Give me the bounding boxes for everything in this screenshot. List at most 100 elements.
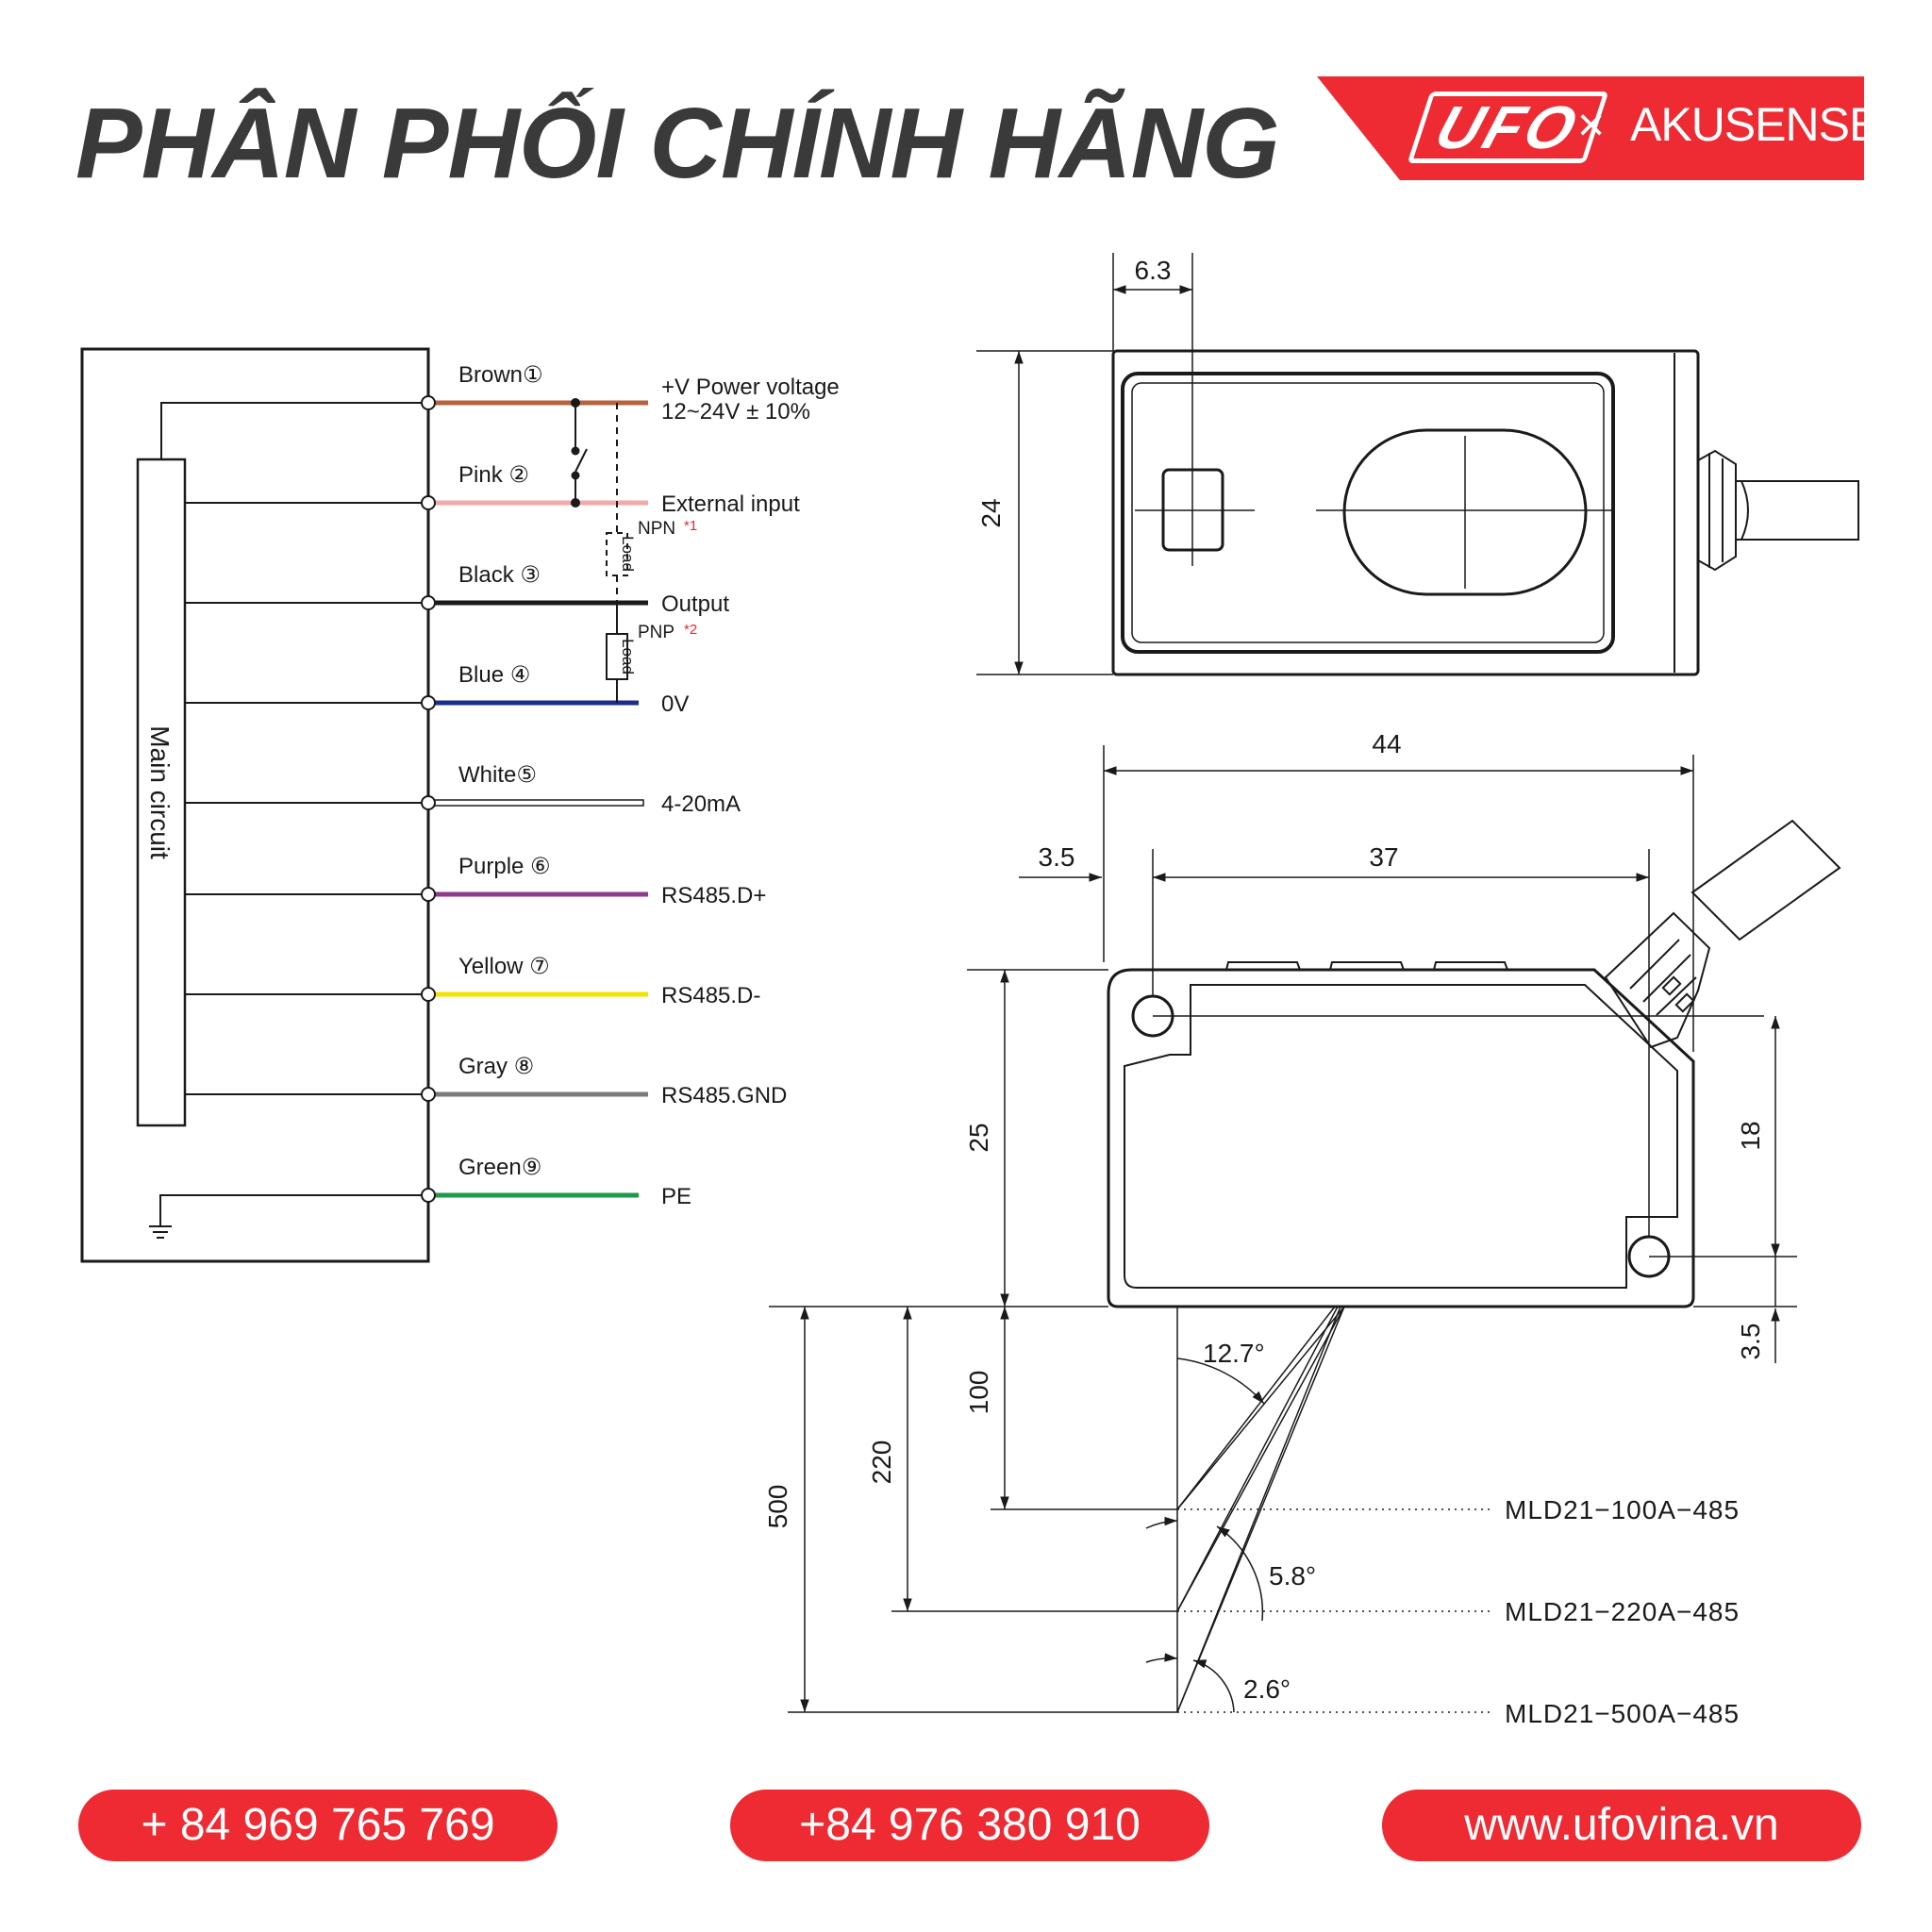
wire-4-signal-1: 0V <box>661 691 689 717</box>
main-circuit-label: Main circuit <box>145 725 175 859</box>
top-view-drawing <box>1111 283 1859 676</box>
terminal-1 <box>421 395 436 410</box>
sensor-box <box>80 347 430 1263</box>
wire-4: Blue ④ 0V <box>421 662 689 717</box>
npn-load-label: Load <box>619 536 637 572</box>
cable-connector-side <box>1604 819 1841 1049</box>
npn-label: NPN <box>638 519 675 539</box>
side-view-dimensions <box>769 745 1797 1363</box>
lens-centerlines <box>1135 283 1613 589</box>
top-bump-2 <box>1329 961 1405 971</box>
wire-2: Pink ② External input <box>421 462 800 517</box>
side-view-drawing <box>1107 819 1841 1308</box>
model-label-500: MLD21−500A−485 <box>1505 1699 1740 1728</box>
terminal-7 <box>421 987 436 1002</box>
partner-brand: AKUSENSE <box>1630 98 1864 151</box>
switch-junction-bottom <box>571 498 580 508</box>
angle-arc-3 <box>1192 1659 1235 1713</box>
wire-9-name: Green⑨ <box>458 1155 541 1180</box>
range-diagram <box>788 1306 1491 1713</box>
dim-220-label: 220 <box>867 1441 896 1485</box>
wire-6-name: Purple ⑥ <box>458 854 551 879</box>
main-circuit-text: Main circuit <box>145 725 175 859</box>
top-view-dimensions <box>976 253 1193 675</box>
terminal-8 <box>421 1087 436 1102</box>
wire-3-name: Black ③ <box>458 562 541 588</box>
side-view-inner-outline <box>1124 984 1678 1289</box>
angle-3-label: 2.6° <box>1243 1674 1291 1704</box>
angle-arc-2 <box>1216 1525 1264 1622</box>
beam-100-b <box>1176 1306 1336 1510</box>
wire-2-name: Pink ② <box>458 462 529 488</box>
cable-connector-top <box>1697 449 1859 572</box>
wire-6: Purple ⑥ RS485.D+ <box>421 854 766 908</box>
top-view-window-inner <box>1131 382 1605 643</box>
wire-3-signal-1: Output <box>661 591 729 617</box>
switch-load-circuit <box>571 398 628 703</box>
wiring-diagram <box>80 347 430 1263</box>
terminal-2 <box>421 495 436 510</box>
phone-button-1[interactable]: + 84 969 765 769 <box>78 1790 558 1861</box>
wire-5-signal-1: 4-20mA <box>661 791 741 817</box>
side-view-housing <box>1107 968 1695 1308</box>
terminal-3 <box>421 595 436 610</box>
terminal-9 <box>421 1188 436 1203</box>
angle-2-label: 5.8° <box>1269 1561 1316 1591</box>
wire-8: Gray ⑧ RS485.GND <box>421 1054 787 1108</box>
switch-contact-top <box>571 446 580 456</box>
beam-500-b <box>1176 1306 1341 1713</box>
angle-arc-1 <box>1176 1357 1265 1405</box>
wire-1-signal-1: +V Power voltage <box>661 375 840 400</box>
dim-24-label: 24 <box>976 498 1006 527</box>
wire-7: Yellow ⑦ RS485.D- <box>421 954 760 1008</box>
angle-1-label: 12.7° <box>1203 1339 1265 1368</box>
wire-4-name: Blue ④ <box>458 662 530 688</box>
beam-100 <box>1176 1306 1345 1510</box>
dim-6-3-label: 6.3 <box>1135 256 1172 285</box>
brand-banner: UFO × AKUSENSE <box>1317 76 1864 180</box>
switch-contact-bottom <box>571 471 580 480</box>
brand-separator: × <box>1577 98 1606 151</box>
dim-25-label: 25 <box>964 1123 993 1152</box>
pnp-load-label: Load <box>619 639 637 675</box>
top-bump-1 <box>1225 961 1301 971</box>
side-view-centerlines <box>1153 1015 1797 1257</box>
ground-line <box>159 1194 428 1226</box>
wire-8-signal-1: RS485.GND <box>661 1083 787 1108</box>
dim-3-5-left-label: 3.5 <box>1039 842 1075 872</box>
top-view-housing <box>1111 349 1700 676</box>
switch-junction-top <box>571 398 580 408</box>
dim-3-5-right-label: 3.5 <box>1736 1324 1765 1360</box>
dim-44-label: 44 <box>1372 729 1401 758</box>
page-title: PHÂN PHỐI CHÍNH HÃNG <box>75 88 1280 199</box>
wire-7-signal-1: RS485.D- <box>661 983 760 1008</box>
terminal-6 <box>421 887 436 902</box>
wire-5-name: White⑤ <box>458 762 537 788</box>
dim-500-label: 500 <box>763 1485 792 1529</box>
dim-18-label: 18 <box>1736 1121 1765 1150</box>
model-label-100: MLD21−100A−485 <box>1505 1495 1740 1524</box>
pnp-note: *2 <box>684 622 697 638</box>
beam-220 <box>1176 1306 1345 1612</box>
wire-7-name: Yellow ⑦ <box>458 954 550 979</box>
dim-100-label: 100 <box>964 1371 993 1415</box>
website-button[interactable]: www.ufovina.vn <box>1382 1790 1861 1861</box>
switch-blade <box>575 448 588 473</box>
wire-5-line <box>427 799 644 807</box>
pnp-label: PNP <box>638 623 675 642</box>
angle-arc-2-left <box>1145 1516 1178 1529</box>
ground-icon <box>149 1225 172 1239</box>
top-bump-3 <box>1433 961 1508 971</box>
top-view-window-outer <box>1121 372 1615 654</box>
model-label-220: MLD21−220A−485 <box>1505 1597 1740 1626</box>
brown-bus-line <box>160 402 428 459</box>
angle-arc-3-left <box>1145 1653 1178 1663</box>
phone-button-2[interactable]: +84 976 380 910 <box>730 1790 1209 1861</box>
npn-note: *1 <box>684 518 697 534</box>
wire-6-signal-1: RS485.D+ <box>661 883 766 908</box>
wire-2-signal-1: External input <box>661 491 800 517</box>
wire-8-name: Gray ⑧ <box>458 1054 534 1079</box>
